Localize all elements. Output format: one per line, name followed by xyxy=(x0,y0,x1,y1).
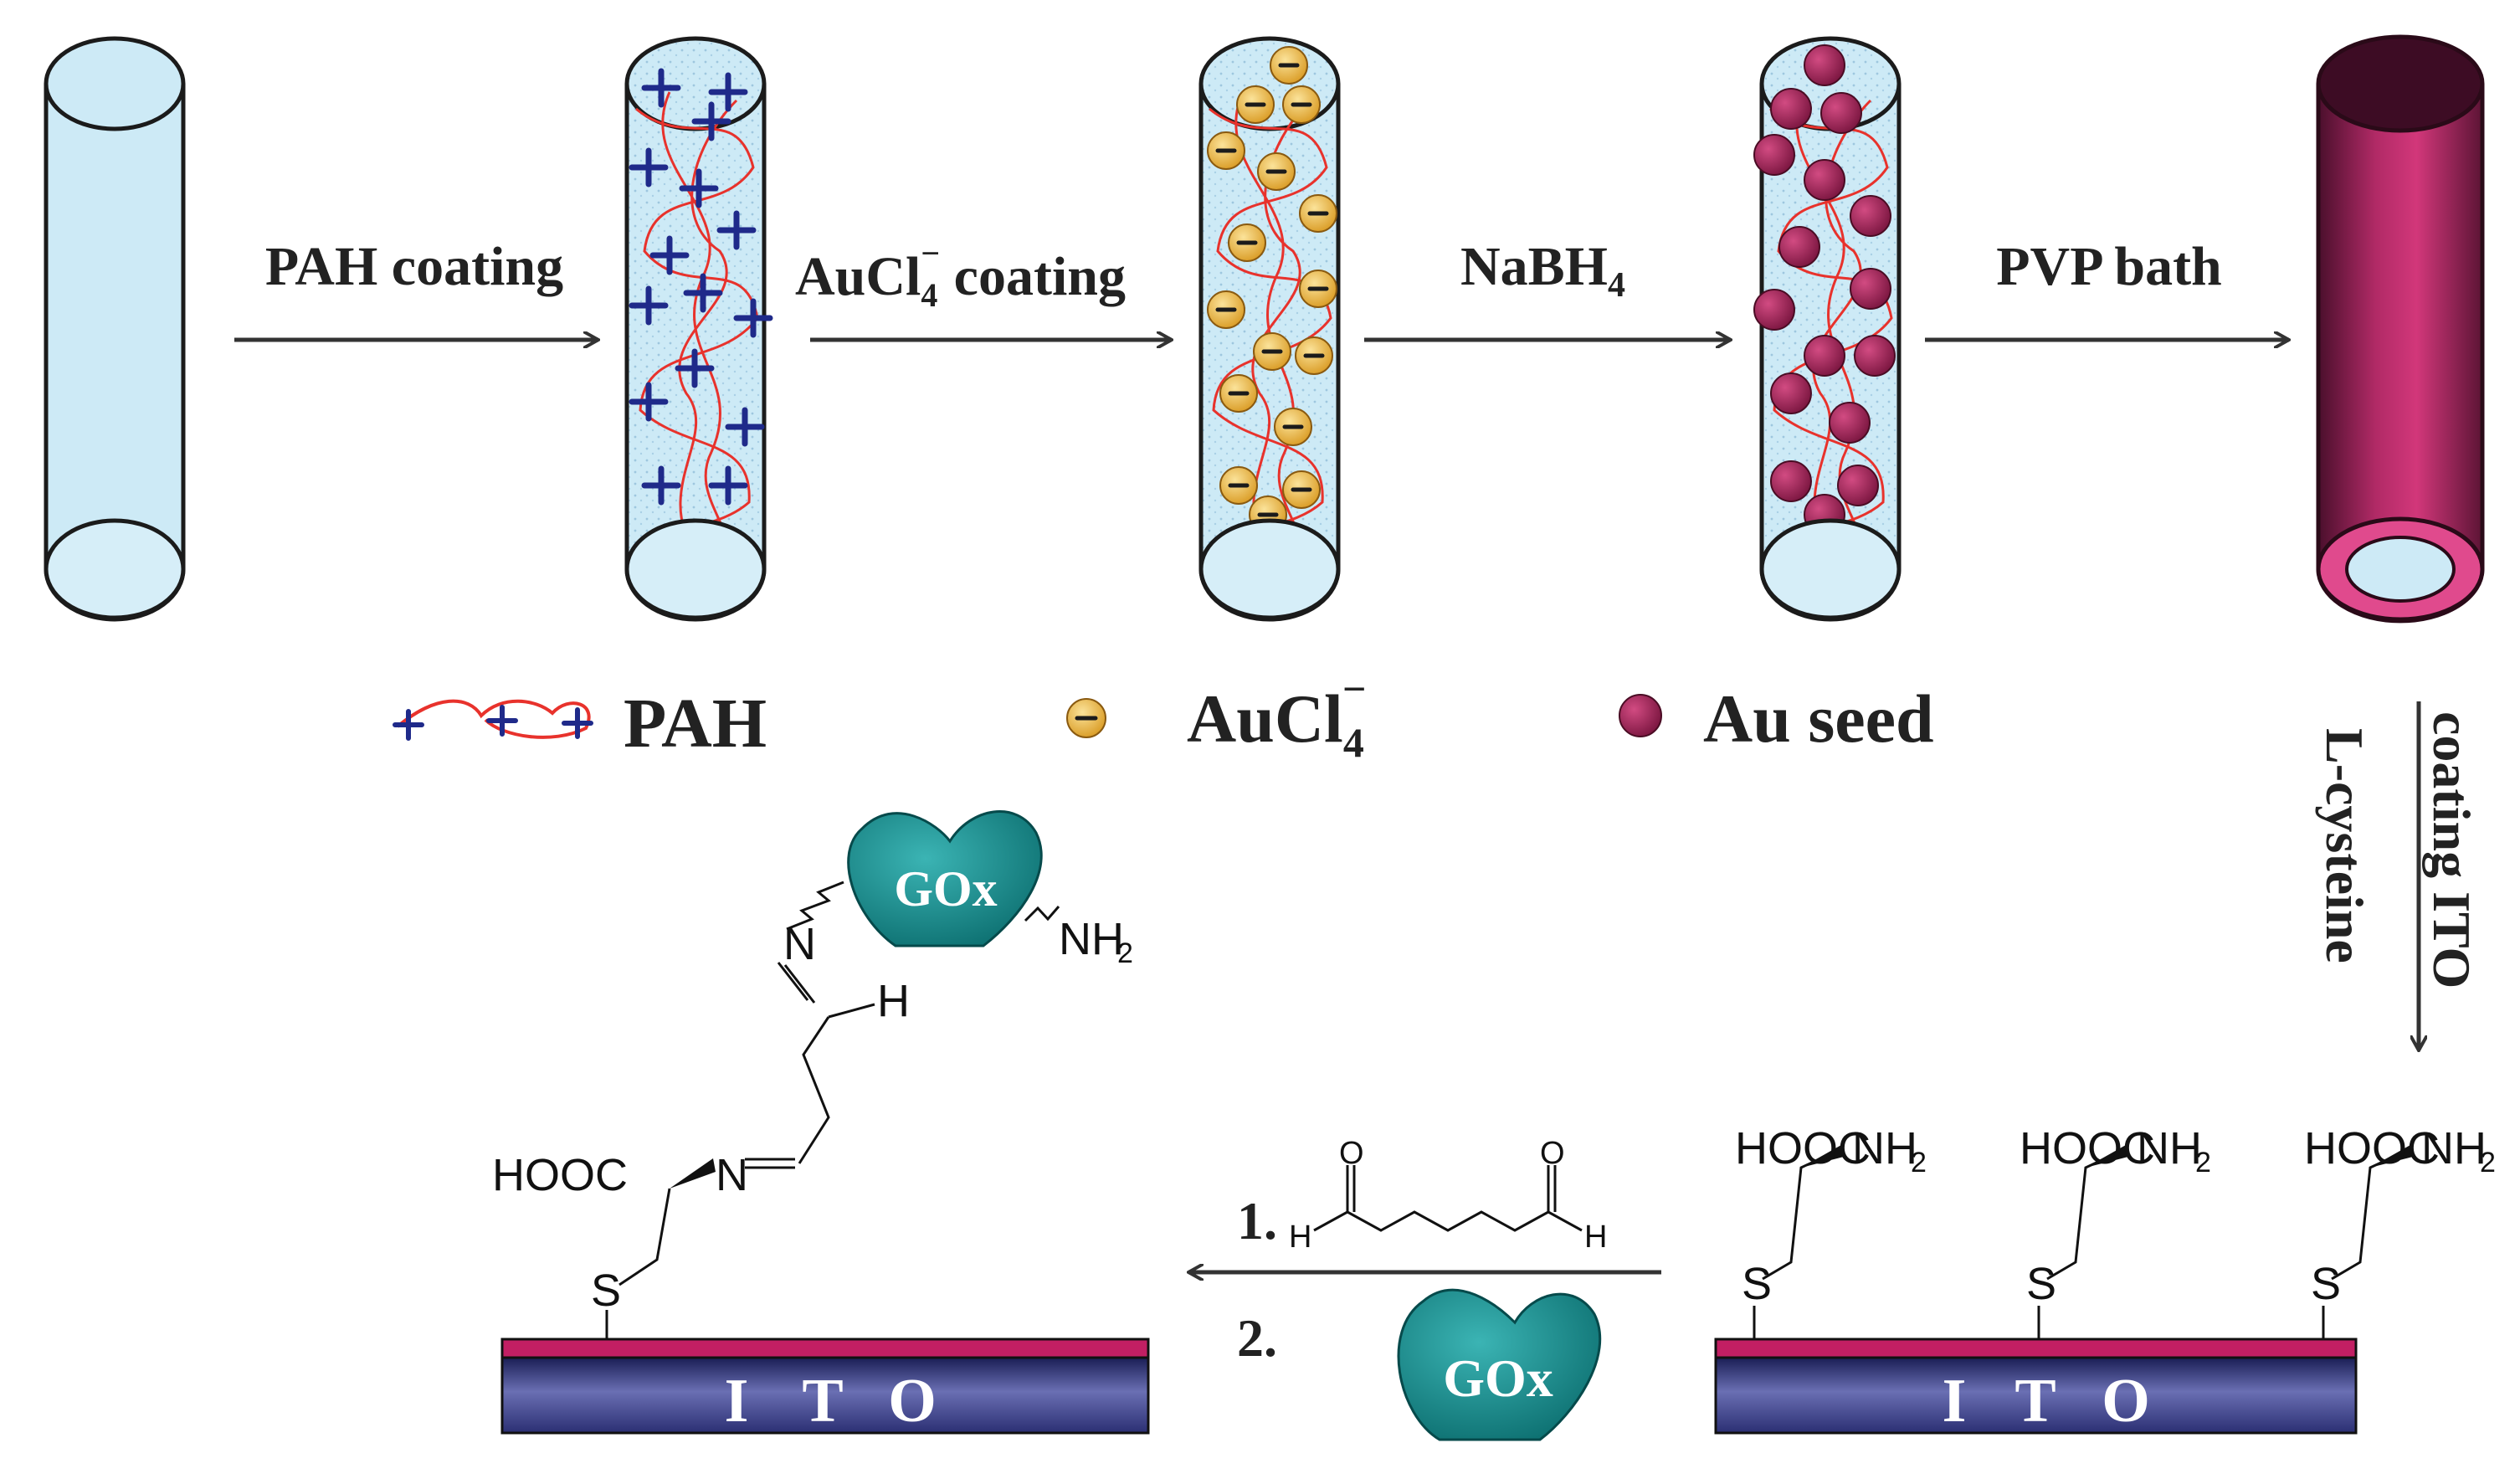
svg-text:O: O xyxy=(888,1367,937,1435)
pah-plus-charges xyxy=(629,68,773,506)
svg-text:S: S xyxy=(591,1266,621,1316)
label-nabh4: NaBH4 xyxy=(1460,236,1625,305)
svg-text:I: I xyxy=(725,1367,749,1435)
svg-text:NH: NH xyxy=(2421,1123,2487,1173)
cysteine-molecule xyxy=(2322,1149,2407,1339)
svg-text:O: O xyxy=(2102,1367,2150,1435)
legend-pah-icon xyxy=(393,699,593,741)
legend-pah-label: PAH xyxy=(624,685,767,763)
svg-text:S: S xyxy=(1742,1259,1772,1309)
svg-text:H: H xyxy=(1584,1220,1607,1255)
svg-text:T: T xyxy=(2014,1367,2056,1435)
svg-text:2: 2 xyxy=(1911,1147,1927,1178)
legend: PAH AuCl4− Au seed xyxy=(393,665,1934,766)
svg-text:NH: NH xyxy=(1059,914,1124,964)
fiber-au-seeded xyxy=(1753,36,1902,622)
legend-aucl4-label: AuCl4− xyxy=(1187,665,1366,766)
immobilized-linker xyxy=(605,881,1060,1339)
svg-text:HOOC: HOOC xyxy=(492,1150,628,1200)
svg-text:GOx: GOx xyxy=(894,861,997,917)
ito-label-left: I T O xyxy=(725,1367,937,1435)
gox-enzyme-immobilized: GOx xyxy=(847,810,1043,947)
svg-text:S: S xyxy=(2026,1259,2056,1309)
svg-text:HOOC: HOOC xyxy=(2304,1123,2440,1173)
ito-electrode-gox: I T O HOOC N S N H NH 2 GOx xyxy=(492,810,1150,1435)
svg-text:H: H xyxy=(877,976,910,1026)
ito-electrode-cysteine: I T O HOOC NH 2 S HOOC NH 2 S HOOC NH 2 … xyxy=(1714,1123,2496,1435)
glutaraldehyde-structure: O O H H xyxy=(1289,1136,1607,1255)
svg-text:N: N xyxy=(716,1150,748,1200)
legend-au-seed-label: Au seed xyxy=(1703,680,1934,757)
svg-text:I: I xyxy=(1943,1367,1967,1435)
svg-text:O: O xyxy=(1540,1136,1565,1171)
cysteine-molecule xyxy=(2037,1149,2122,1339)
svg-text:NH: NH xyxy=(1852,1123,1917,1173)
svg-text:NH: NH xyxy=(2137,1123,2202,1173)
svg-text:HOOC: HOOC xyxy=(2020,1123,2155,1173)
svg-text:H: H xyxy=(1289,1220,1311,1255)
aucl4-minus-signs xyxy=(1215,63,1329,517)
svg-text:HOOC: HOOC xyxy=(1735,1123,1871,1173)
legend-aucl4-icon xyxy=(1066,698,1106,738)
fiber-pah-coated xyxy=(624,36,773,622)
label-pvp-bath: PVP bath xyxy=(1996,236,2222,297)
svg-text:T: T xyxy=(802,1367,843,1435)
svg-text:2: 2 xyxy=(2195,1147,2211,1178)
cysteine-molecule xyxy=(1753,1149,1838,1339)
svg-text:GOx: GOx xyxy=(1443,1348,1553,1408)
ito-label-right: I T O xyxy=(1943,1367,2150,1435)
gox-enzyme-reagent: GOx xyxy=(1397,1288,1602,1441)
label-pah-coating: PAH coating xyxy=(265,236,563,297)
svg-text:S: S xyxy=(2311,1259,2341,1309)
label-coating-ito: coating ITO xyxy=(2422,711,2482,988)
label-step-2: 2. xyxy=(1237,1308,1277,1368)
label-l-cysteine: L-cysteine xyxy=(2315,728,2374,963)
label-step-1: 1. xyxy=(1237,1191,1277,1250)
svg-text:2: 2 xyxy=(1117,937,1133,969)
svg-text:O: O xyxy=(1339,1136,1364,1171)
label-aucl4-coating: AuCl4− coating xyxy=(795,234,1126,314)
fiber-aucl4-coated xyxy=(1198,36,1341,622)
fiber-bare xyxy=(44,36,186,622)
au-nanotube xyxy=(2316,34,2485,624)
legend-au-seed-icon xyxy=(1619,694,1662,737)
svg-text:2: 2 xyxy=(2480,1147,2496,1178)
svg-text:N: N xyxy=(783,919,816,969)
